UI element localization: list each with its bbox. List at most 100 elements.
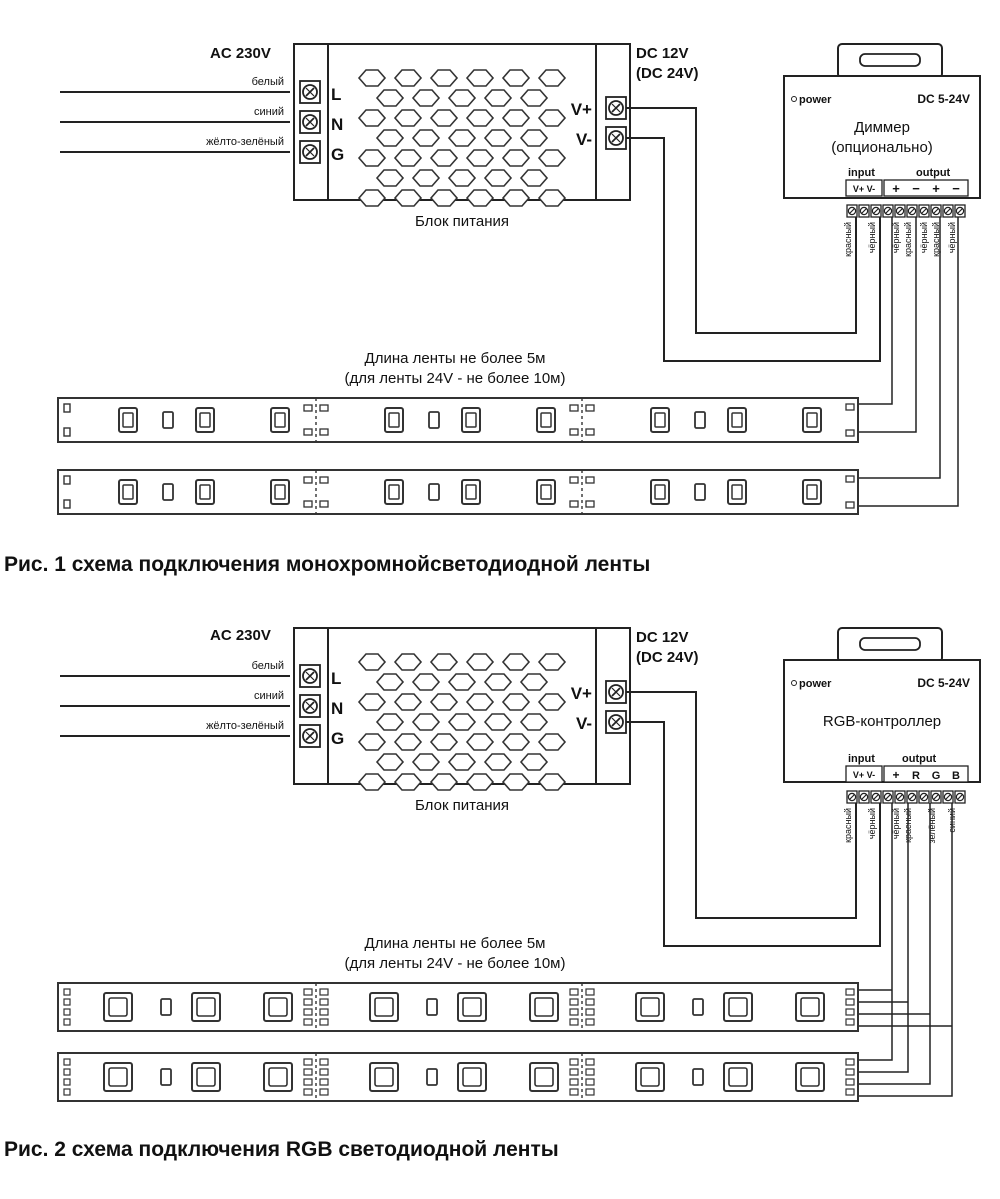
dc-label-alt: (DC 24V) [636,65,699,82]
terminal-vminus-label: V- [576,714,592,733]
vent-hole [375,753,405,771]
vent-hole [483,89,513,107]
solder-pad [319,404,329,412]
power-supply-unit: L N G V+ V- [293,627,631,791]
controller-wire-color-labels: красный чёрный чёрный красный зелёный си… [843,808,957,843]
solder-pad [303,404,313,412]
resistor [162,411,174,429]
device-voltage-label: DC 5-24V [917,676,970,690]
out-pin-4: B [952,770,960,782]
figure-2-caption: Рис. 2 схема подключения RGB светодиодно… [4,1138,559,1161]
led-strip [57,397,859,443]
resistor [692,1068,704,1086]
vent-hole [411,89,441,107]
mono-led-strips [57,397,859,515]
solder-pad [585,1088,595,1096]
device-voltage-label: DC 5-24V [917,92,970,106]
wire-r [858,803,909,1073]
rgb-led-chip [191,992,221,1022]
strip-length-note: Длина ленты не более 5м [365,350,546,367]
figure-2: AC 230V белый синий жёлто-зелёный L N G … [57,627,981,1102]
vent-hole [411,673,441,691]
solder-pad [569,404,579,412]
out-pin-3: G [932,770,941,782]
vent-hole [519,753,549,771]
out-pin-1: + [892,181,900,196]
solder-pad [303,1088,313,1096]
solder-pad [319,1018,329,1026]
power-led-icon [791,96,797,102]
input-label: input [848,167,875,179]
strip-pad [63,1058,71,1066]
vent-hole [465,109,495,127]
strip-pad [63,1078,71,1086]
resistor [694,411,706,429]
led-chip [802,479,822,505]
led-chip [727,407,747,433]
end-pad [845,998,855,1006]
terminal-l-label: L [331,85,341,104]
end-pad [845,1058,855,1066]
rgb-led-chip [263,992,293,1022]
vent-hole [501,149,531,167]
vent-hole [429,109,459,127]
figure-1: AC 230V белый синий жёлто-зелёный L N G … [57,43,981,515]
vent-hole [447,713,477,731]
rgb-led-chip [263,1062,293,1092]
strip-pad [63,988,71,996]
wire-label-white: белый [252,660,284,672]
end-pad [845,501,855,509]
wire-color-5: зелёный [927,808,937,843]
terminal-l-icon [299,80,321,104]
vent-hole [519,713,549,731]
rgb-led-chip [723,1062,753,1092]
rgb-led-chip [529,1062,559,1092]
vent-hole [447,169,477,187]
led-chip [270,479,290,505]
wire-label-blue: синий [254,106,284,118]
vent-hole [537,733,567,751]
vent-hole [429,149,459,167]
led-strip [57,469,859,515]
dc-wire-positive [626,691,857,919]
rgb-led-chip [635,1062,665,1092]
strip-length-note: Длина ленты не более 5м [365,935,546,952]
led-chip [195,479,215,505]
vent-hole [393,109,423,127]
solder-pad [569,500,579,508]
led-chip [270,407,290,433]
solder-pad [569,476,579,484]
vent-hole [357,733,387,751]
resistor [162,483,174,501]
wire-color-1: красный [843,222,853,257]
vent-hole [429,773,459,791]
vent-hole [411,753,441,771]
vent-hole [357,109,387,127]
terminal-g-icon [299,140,321,164]
strip-length-note-alt: (для ленты 24V - не более 10м) [344,955,565,972]
wire-plus [858,803,893,1061]
vent-hole [357,149,387,167]
figure-1-caption: Рис. 1 схема подключения монохромнойсвет… [4,553,651,576]
vent-hole [375,673,405,691]
vent-hole [429,653,459,671]
solder-pad [585,998,595,1006]
led-chip [118,407,138,433]
wire-label-white: белый [252,76,284,88]
vent-hole [537,149,567,167]
led-chip [384,407,404,433]
vent-hole [357,189,387,207]
vent-hole [537,189,567,207]
vent-hole [465,693,495,711]
rgb-led-chip [795,992,825,1022]
terminal-n-label: N [331,115,343,134]
vent-hole [465,69,495,87]
solder-pad [303,1058,313,1066]
dimmer-device: power DC 5-24V Диммер (опционально) inpu… [783,43,981,218]
vent-hole [465,189,495,207]
vent-hole [483,673,513,691]
led-chip [650,479,670,505]
vent-hole [411,713,441,731]
solder-pad [303,1018,313,1026]
vent-hole [375,129,405,147]
